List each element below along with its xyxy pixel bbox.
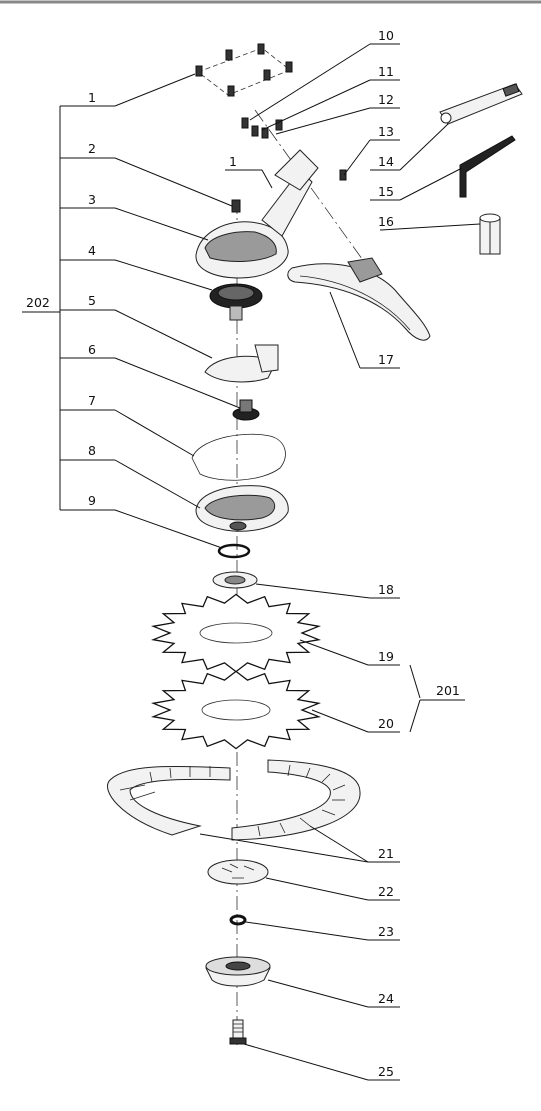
label-7: 7 <box>88 393 96 408</box>
part-19-blade <box>150 593 322 673</box>
part-9-ring <box>217 543 251 559</box>
part-15-hex-key <box>459 135 516 198</box>
label-202: 202 <box>26 295 50 310</box>
part-20-hub <box>201 699 271 721</box>
part-17-guard <box>287 257 431 341</box>
label-9: 9 <box>88 493 96 508</box>
shaft-axis <box>254 109 371 271</box>
part-24-cup <box>205 956 271 987</box>
part-7-gasket <box>191 433 286 481</box>
part-18-washer <box>212 571 258 589</box>
part-8-lower-housing <box>195 485 289 532</box>
part-6-pinion-gear <box>232 399 260 421</box>
label-3: 3 <box>88 192 96 207</box>
label-12: 12 <box>378 92 394 107</box>
label-22: 22 <box>378 884 394 899</box>
part-21-guard-ring <box>107 759 361 841</box>
label-1: 1 <box>88 90 96 105</box>
label-25: 25 <box>378 1064 394 1079</box>
part-4-bevel-gear <box>209 283 263 321</box>
leader-lines <box>22 43 481 1081</box>
part-14-wrench <box>439 83 523 125</box>
part-20-blade <box>150 670 322 750</box>
label-20: 20 <box>378 716 394 731</box>
label-24: 24 <box>378 991 394 1006</box>
label-15: 15 <box>378 184 394 199</box>
label-13: 13 <box>378 124 394 139</box>
label-11: 11 <box>378 64 394 79</box>
label-2: 2 <box>88 141 96 156</box>
label-17: 17 <box>378 352 394 367</box>
label-14: 14 <box>378 154 394 169</box>
label-201: 201 <box>436 683 460 698</box>
part-19-hub <box>199 622 273 644</box>
label-5: 5 <box>88 293 96 308</box>
label-18: 18 <box>378 582 394 597</box>
label-6: 6 <box>88 342 96 357</box>
parts-10-13-bolts <box>241 117 347 181</box>
part-22-disc <box>207 859 269 885</box>
part-1-screws <box>195 43 293 97</box>
label-4: 4 <box>88 243 96 258</box>
label-19: 19 <box>378 649 394 664</box>
label-23: 23 <box>378 924 394 939</box>
label-1-second: 1 <box>229 154 237 169</box>
label-16: 16 <box>378 214 394 229</box>
part-3-gear-housing <box>195 149 319 279</box>
part-23-ring <box>229 914 247 926</box>
part-25-bolt <box>229 1019 247 1045</box>
label-10: 10 <box>378 28 394 43</box>
part-5-bracket <box>204 344 279 383</box>
part-16-sleeve <box>479 213 501 255</box>
label-8: 8 <box>88 443 96 458</box>
label-21: 21 <box>378 846 394 861</box>
